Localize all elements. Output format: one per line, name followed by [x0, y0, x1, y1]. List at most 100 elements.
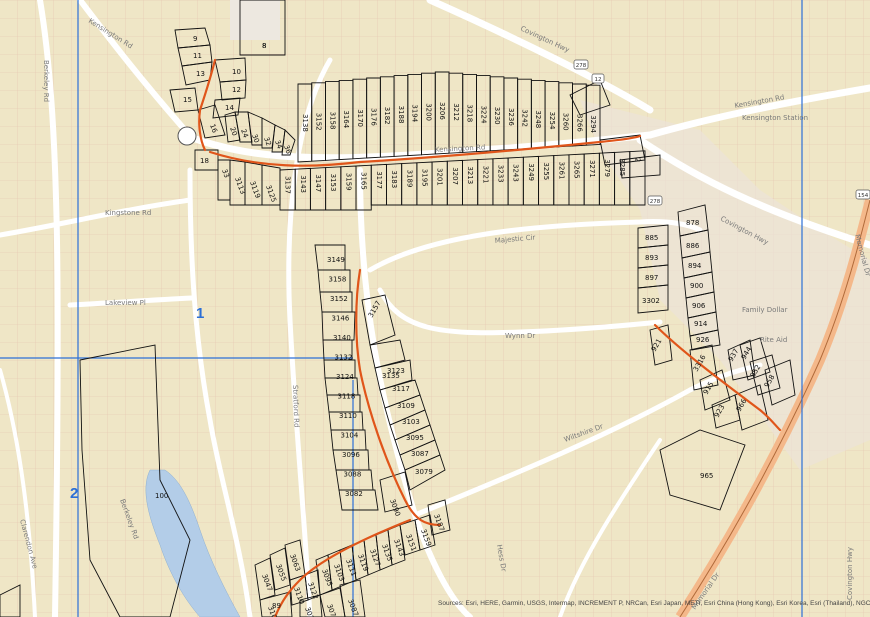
- lot-label-majestic: 3103: [402, 418, 420, 426]
- lot-label-nw: 36: [282, 144, 293, 156]
- lot-label-top: 3182: [383, 107, 391, 125]
- lot-label-top: 3260: [562, 113, 570, 131]
- lot-label-east: 878: [686, 219, 699, 227]
- majestic-west: [357, 167, 473, 617]
- lot-label-nw: 33: [220, 168, 231, 179]
- lot-label-nw: 20: [228, 126, 239, 137]
- route-east: [653, 323, 782, 432]
- kensington-rd-east: [646, 84, 870, 139]
- parcel-top: [585, 84, 601, 146]
- lot-label-top: 3254: [548, 112, 556, 130]
- shield-us278b-icon: 278: [647, 195, 663, 206]
- parcel-bottom: [355, 164, 372, 211]
- lot-label-top: 3176: [370, 108, 378, 126]
- stratford-rd: [286, 57, 333, 617]
- shield-rt154-icon: 154: [855, 189, 870, 200]
- lot-label-south: 3071: [303, 606, 317, 617]
- place-labels: Kensington Station Family Dollar Rite Ai…: [742, 114, 808, 344]
- clarendon-ave: [0, 368, 37, 617]
- shield-rt12-icon: 12: [591, 73, 605, 84]
- lot-label-top: 3152: [315, 113, 323, 131]
- lot-label-bottom: 3279: [603, 159, 611, 177]
- lot-label-bottom: 3177: [375, 171, 383, 189]
- route-nw: [198, 58, 217, 152]
- lot-label-east: 3302: [642, 297, 660, 305]
- lot-label-stratford: 3110: [339, 412, 357, 420]
- lot-label-stratford: 3158: [329, 276, 347, 284]
- road-label-wynn: Wynn Dr: [505, 332, 535, 340]
- lot-label-top: 3200: [424, 103, 432, 121]
- lot-label-stratford: 3146: [332, 315, 350, 323]
- lot-label-nw: 13: [196, 70, 205, 78]
- road-label-stratford: Stratford Rd: [291, 385, 300, 428]
- parcels-stratford-east: [314, 244, 379, 511]
- lot-label-stratford: 3118: [338, 393, 356, 401]
- kensington-rd-west: [77, 0, 188, 133]
- road-label-berkeley: Berkeley Rd: [42, 60, 50, 102]
- lot-label-bottom: 3261: [557, 162, 565, 180]
- lot-label-nw: 12: [232, 86, 241, 94]
- lot-label-bottom: 3233: [497, 165, 505, 183]
- parcel-large-west: [79, 344, 191, 617]
- lot-label-nw: 15: [183, 96, 192, 104]
- parcels-bottom-row: [279, 150, 646, 211]
- lot-label-south: 89: [272, 602, 281, 610]
- wiltshire-dr: [412, 362, 763, 518]
- parcels-top-row: [297, 71, 601, 163]
- lot-label-bottom: 3183: [390, 170, 398, 188]
- lot-label-nw: 18: [200, 157, 209, 165]
- lot-label-top: 3158: [328, 112, 336, 130]
- lot-label-majestic: 3109: [397, 402, 415, 410]
- lot-label-nw: 30: [250, 133, 261, 144]
- lot-label-stratford: 3096: [342, 451, 360, 459]
- lake: [145, 469, 241, 617]
- lot-label-east: 906: [692, 302, 706, 310]
- lot-label-top: 3236: [507, 108, 515, 126]
- route-south: [273, 518, 412, 617]
- lot-label-bottom: 3221: [481, 166, 489, 184]
- lot-label-bottom: 3249: [527, 163, 535, 181]
- lot-label-bottom: 3243: [512, 164, 520, 182]
- lot-label-bottom: 3201: [436, 168, 444, 186]
- lot-label-top: 3242: [521, 109, 529, 127]
- lot-label-majestic: 3079: [415, 468, 433, 476]
- road-label-majestic: Majestic Cir: [494, 233, 535, 245]
- lot-label-stratford: 3082: [345, 490, 363, 498]
- lot-label-bottom: 3255: [542, 162, 550, 180]
- lot-label-top: 3188: [397, 106, 405, 124]
- lot-label-majestic: 3135: [382, 372, 400, 380]
- lot-label-stratford: 3124: [336, 373, 354, 381]
- place-label-rite-aid: Rite Aid: [760, 336, 787, 344]
- lot-label-bottom: 2: [633, 158, 641, 162]
- grid-label-2: 2: [70, 485, 78, 502]
- lot-label-east: 965: [700, 472, 713, 480]
- grid-label-1: 1: [196, 305, 204, 322]
- lot-label-bottom: 3265: [573, 161, 581, 179]
- route-majestic: [355, 268, 442, 527]
- lot-label-lake: 100: [155, 492, 168, 500]
- lot-label-stratford: 3104: [341, 432, 359, 440]
- lot-label-bottom: 3213: [466, 166, 474, 184]
- lot-label-bottom: 3195: [420, 169, 428, 187]
- grid-lines: [0, 0, 803, 617]
- lot-label-stratford: 3149: [327, 256, 345, 264]
- lot-label-bottom: 3189: [405, 170, 413, 188]
- lot-label-top: 3230: [493, 107, 501, 125]
- highlight-routes: [198, 58, 782, 617]
- wynn-dr: [377, 287, 663, 336]
- lot-label-nw: 34: [273, 139, 284, 151]
- road-label-kingstone: Kingstone Rd: [105, 209, 151, 217]
- lot-label-top: 3266: [575, 114, 583, 132]
- lot-label-bottom: 3165: [360, 172, 368, 190]
- lot-label-east: 914: [694, 320, 708, 328]
- lot-label-nw: 14: [225, 104, 234, 112]
- lot-label-bottom: 3153: [329, 174, 337, 192]
- kingstone-rd: [0, 197, 193, 238]
- shield-us278-icon: 278: [573, 59, 589, 70]
- lot-label-east: 900: [690, 282, 703, 290]
- covington-hwy-top: [426, 0, 654, 114]
- route-kensington: [208, 134, 642, 167]
- lot-label-nw: 8: [262, 42, 266, 50]
